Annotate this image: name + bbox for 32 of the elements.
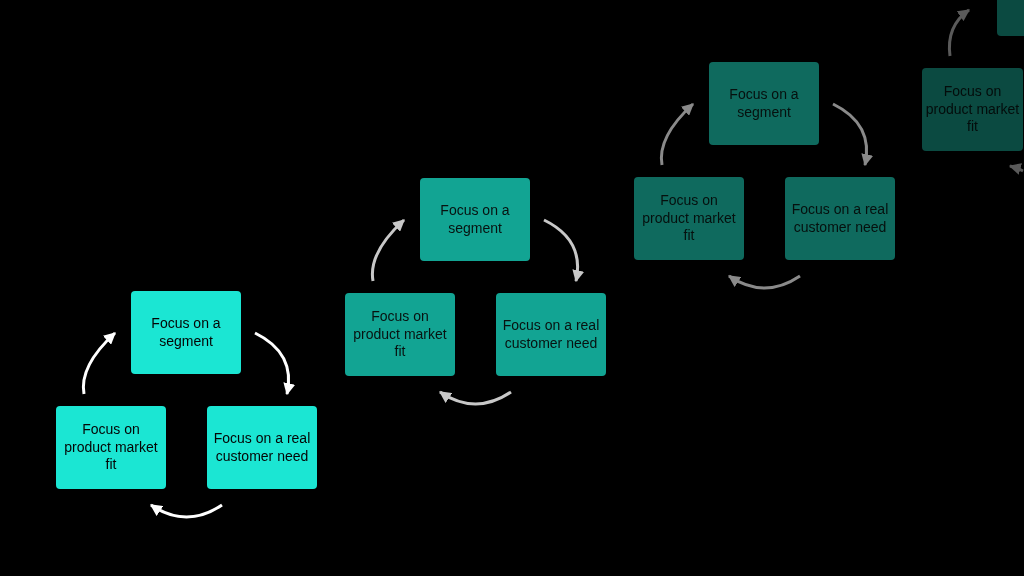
process-box bbox=[922, 68, 1023, 151]
step-text: Focus on product market fit bbox=[63, 420, 159, 475]
curved-arrow bbox=[81, 331, 117, 395]
process-box bbox=[496, 293, 606, 376]
curved-arrow bbox=[150, 503, 223, 519]
step-text: Focus on a real customer need bbox=[212, 429, 312, 466]
step-text: Focus on a segment bbox=[728, 85, 800, 122]
curved-arrow bbox=[659, 102, 695, 166]
step-text: Focus on a segment bbox=[150, 314, 222, 351]
curved-arrow bbox=[543, 218, 584, 283]
process-box bbox=[420, 178, 530, 261]
curved-arrow bbox=[439, 390, 512, 406]
curved-arrow bbox=[832, 102, 873, 167]
process-box bbox=[997, 0, 1024, 36]
step-text: Focus on a real customer need bbox=[501, 316, 601, 353]
step-text: Focus on a real customer need bbox=[790, 200, 890, 237]
process-box bbox=[207, 406, 317, 489]
curved-arrow bbox=[254, 331, 295, 396]
curved-arrow bbox=[947, 8, 970, 57]
process-box bbox=[345, 293, 455, 376]
step-text: Focus on product market fit bbox=[352, 307, 448, 362]
process-box bbox=[56, 406, 166, 489]
step-text: Focus on a segment bbox=[439, 201, 511, 238]
step-text: Focus on product market fit bbox=[925, 82, 1020, 137]
curved-arrow bbox=[728, 274, 801, 290]
curved-arrow bbox=[370, 218, 406, 282]
curved-arrow bbox=[1008, 163, 1024, 175]
process-box bbox=[785, 177, 895, 260]
process-box bbox=[634, 177, 744, 260]
process-box bbox=[709, 62, 819, 145]
process-box bbox=[131, 291, 241, 374]
step-text: Focus on product market fit bbox=[641, 191, 737, 246]
